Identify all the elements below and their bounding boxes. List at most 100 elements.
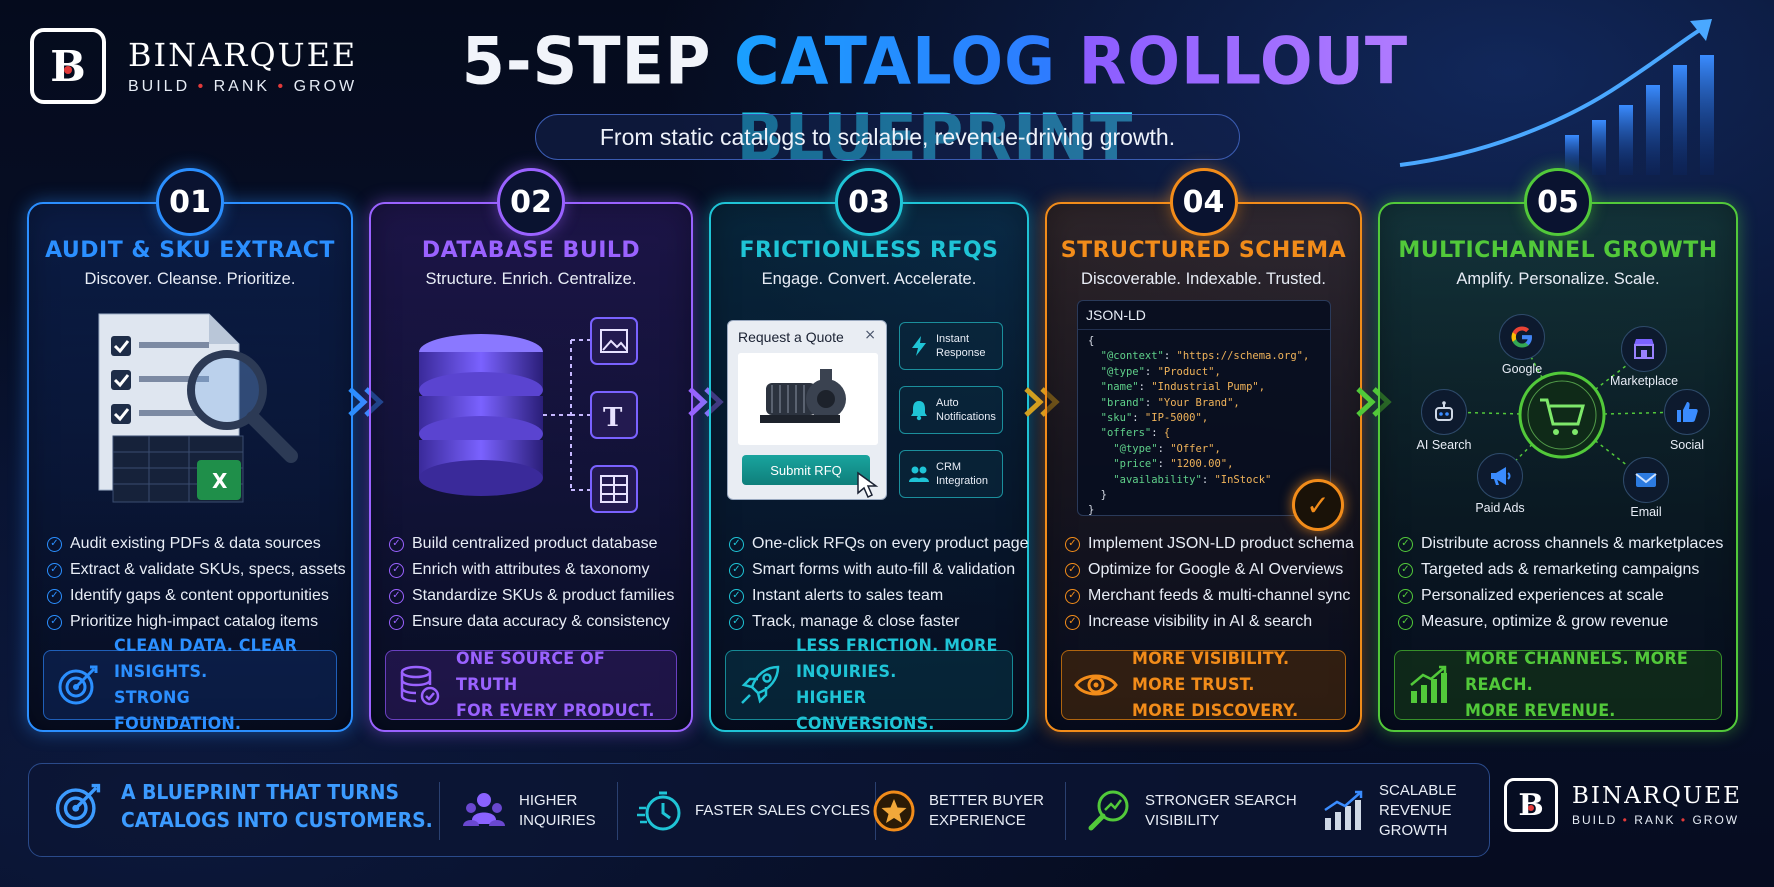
divider bbox=[1065, 782, 1066, 840]
code-line: "offers": { bbox=[1088, 426, 1320, 441]
brand-name: BINARQUEE bbox=[128, 36, 358, 74]
list-item: ✓Prioritize high-impact catalog items bbox=[47, 609, 341, 635]
close-icon[interactable]: × bbox=[864, 327, 876, 343]
channel-label-google: Google bbox=[1501, 362, 1543, 376]
check-icon: ✓ bbox=[729, 562, 744, 578]
list-item: ✓Enrich with attributes & taxonomy bbox=[389, 557, 681, 583]
code-value: "1200.00", bbox=[1170, 458, 1234, 471]
code-sep: : bbox=[1138, 381, 1152, 394]
check-icon: ✓ bbox=[729, 614, 744, 630]
check-icon: ✓ bbox=[47, 562, 62, 578]
bell-icon bbox=[911, 401, 927, 421]
code-indent bbox=[1088, 443, 1113, 455]
marketplace-store-icon bbox=[1621, 326, 1667, 372]
code-value: "InStock" bbox=[1214, 473, 1272, 486]
code-indent bbox=[1088, 350, 1101, 362]
list-item: ✓Distribute across channels & marketplac… bbox=[1398, 531, 1726, 557]
code-line: "@type": "Offer", bbox=[1088, 442, 1320, 457]
step-subtitle: Engage. Convert. Accelerate. bbox=[761, 270, 977, 288]
code-indent bbox=[1088, 412, 1101, 424]
step-tagline: CLEAN DATA. CLEAR INSIGHTS.STRONG FOUNDA… bbox=[43, 636, 337, 734]
step-title: AUDIT & SKU EXTRACT bbox=[45, 238, 335, 263]
list-item: ✓Optimize for Google & AI Overviews bbox=[1065, 557, 1350, 583]
code-indent bbox=[1088, 427, 1101, 439]
pump-image bbox=[738, 353, 878, 445]
check-icon: ✓ bbox=[1398, 536, 1413, 552]
channel-label-ai-search: AI Search bbox=[1416, 438, 1472, 452]
code-line: "sku": "IP-5000", bbox=[1088, 411, 1320, 426]
svg-text:T: T bbox=[603, 403, 623, 433]
list-item: ✓Ensure data accuracy & consistency bbox=[389, 609, 681, 635]
step-number: 03 bbox=[835, 168, 903, 236]
json-ld-illustration: JSON-LD { "@context": "https://schema.or… bbox=[1057, 300, 1350, 531]
divider bbox=[617, 782, 618, 840]
code-value: "Offer", bbox=[1170, 442, 1221, 455]
code-indent bbox=[1088, 397, 1101, 409]
code-line: "availability": "InStock" bbox=[1088, 473, 1320, 488]
users-icon bbox=[909, 466, 929, 482]
database-icon: T bbox=[419, 317, 638, 513]
brand-tagline: BUILD • RANK • GROW bbox=[1572, 813, 1740, 827]
check-icon: ✓ bbox=[389, 614, 404, 630]
submit-rfq-button[interactable]: Submit RFQ bbox=[742, 455, 870, 485]
code-line: } bbox=[1088, 488, 1320, 503]
code-key: "@type" bbox=[1100, 365, 1145, 378]
step-title: FRICTIONLESS RFQS bbox=[739, 238, 999, 263]
code-line: "price": "1200.00", bbox=[1088, 457, 1320, 472]
code-indent bbox=[1088, 474, 1113, 486]
hub-connectors bbox=[1443, 339, 1687, 481]
check-icon: ✓ bbox=[1065, 614, 1080, 630]
growth-chart-icon bbox=[1399, 19, 1714, 175]
code-block: { "@context": "https://schema.org", "@ty… bbox=[1078, 330, 1330, 523]
json-ld-code-panel: JSON-LD { "@context": "https://schema.or… bbox=[1077, 300, 1344, 531]
list-item: ✓Personalized experiences at scale bbox=[1398, 583, 1726, 609]
svg-text:X: X bbox=[212, 469, 228, 493]
code-sep: : bbox=[1144, 365, 1158, 378]
brand-tagline: BUILD • RANK • GROW bbox=[128, 78, 358, 95]
step-title: DATABASE BUILD bbox=[421, 238, 641, 263]
list-item: ✓Extract & validate SKUs, specs, assets bbox=[47, 557, 346, 583]
list-item: ✓Standardize SKUs & product families bbox=[389, 583, 681, 609]
list-item: ✓Merchant feeds & multi-channel sync bbox=[1065, 583, 1350, 609]
rfq-panel-title: Request a Quote bbox=[738, 329, 844, 345]
code-value: "IP-5000", bbox=[1144, 412, 1209, 425]
footer-brand-logo: B BINARQUEE BUILD • RANK • GROW bbox=[1504, 778, 1742, 832]
check-icon: ✓ bbox=[729, 536, 744, 552]
list-item: ✓Identify gaps & content opportunities bbox=[47, 583, 341, 609]
step-card-1: 01 AUDIT & SKU EXTRACT Discover. Cleanse… bbox=[27, 168, 353, 734]
code-line: { bbox=[1088, 334, 1320, 349]
code-line: "brand": "Your Brand", bbox=[1088, 396, 1320, 411]
subtitle-pill: From static catalogs to scalable, revenu… bbox=[535, 114, 1240, 160]
star-badge-icon bbox=[873, 790, 915, 832]
growth-bars-icon bbox=[1410, 665, 1447, 703]
step-tagline: LESS FRICTION. MORE INQUIRIES.HIGHER CON… bbox=[725, 636, 1013, 734]
code-indent bbox=[1088, 458, 1113, 470]
code-sep: : bbox=[1132, 412, 1145, 425]
step-card-2: 02 DATABASE BUILD Structure. Enrich. Cen… bbox=[369, 168, 693, 732]
logo-dot bbox=[1528, 805, 1534, 811]
step-number: 02 bbox=[497, 168, 565, 236]
step-number: 01 bbox=[156, 168, 224, 236]
brand-name: BINARQUEE bbox=[1572, 783, 1742, 809]
code-key: "sku" bbox=[1100, 412, 1133, 425]
step-subtitle: Discover. Cleanse. Prioritize. bbox=[84, 270, 296, 288]
step-card-3: 03 FRICTIONLESS RFQS Engage. Convert. Ac… bbox=[709, 168, 1029, 734]
check-icon: ✓ bbox=[389, 588, 404, 604]
code-key: "@context" bbox=[1100, 350, 1164, 363]
check-icon: ✓ bbox=[389, 536, 404, 552]
eye-icon bbox=[1074, 674, 1118, 696]
lightning-icon bbox=[912, 336, 926, 356]
code-key: "offers" bbox=[1100, 427, 1152, 440]
step-card-5: 05 MULTICHANNEL GROWTH Amplify. Personal… bbox=[1378, 168, 1738, 732]
thumbs-up-icon bbox=[1664, 389, 1710, 435]
search-growth-icon bbox=[1088, 790, 1129, 831]
check-icon: ✓ bbox=[1398, 614, 1413, 630]
step-title: STRUCTURED SCHEMA bbox=[1060, 238, 1347, 263]
code-line: "name": "Industrial Pump", bbox=[1088, 380, 1320, 395]
